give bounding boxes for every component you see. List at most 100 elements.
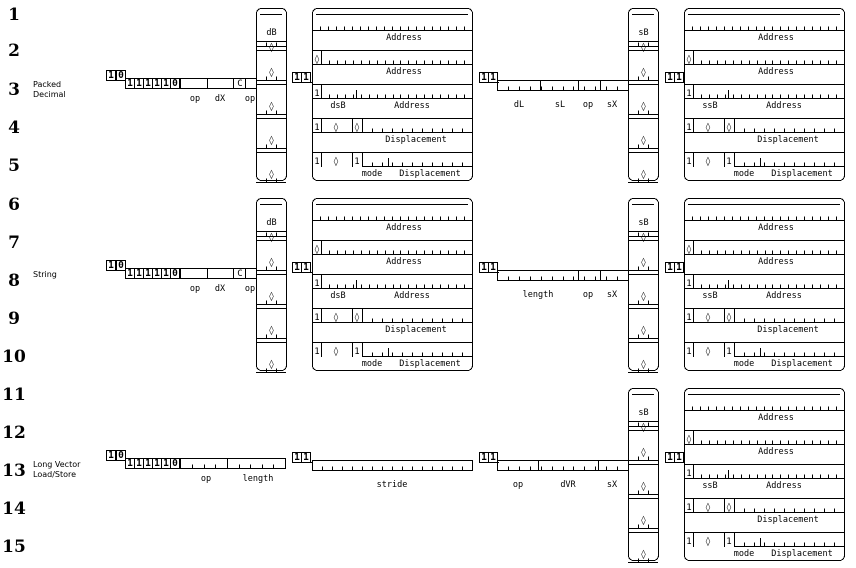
prefix-bit: 1 xyxy=(294,452,300,463)
mode-label: mode xyxy=(734,169,754,179)
displacement-label: Displacement xyxy=(771,549,832,559)
mode-bit: 1 xyxy=(686,123,691,133)
prefix-bit: 1 xyxy=(127,458,133,469)
mode-bit: ◊ xyxy=(686,244,691,255)
diamond-bit: ◊ xyxy=(641,67,646,78)
op-label: op xyxy=(190,94,200,104)
prefix-bit: 0 xyxy=(172,458,178,469)
base-register-label: ssB xyxy=(702,481,717,491)
prefix-bit: 1 xyxy=(303,72,309,83)
prefix-bit: 1 xyxy=(490,452,496,463)
diamond-bit: ◊ xyxy=(641,325,646,336)
mode-bit: ◊ xyxy=(705,536,710,547)
prefix-bit: 1 xyxy=(136,78,142,89)
diamond-bit: ◊ xyxy=(641,135,646,146)
prefix-bit: 1 xyxy=(481,262,487,273)
row-number: 12 xyxy=(2,423,26,443)
prefix-bit-cell xyxy=(301,262,311,273)
diamond-bit: ◊ xyxy=(269,325,274,336)
stride-label: stride xyxy=(377,480,408,490)
mode-bit: ◊ xyxy=(333,312,338,323)
address-label: Address xyxy=(386,257,422,267)
op-label: op xyxy=(245,94,255,104)
mode-bit: 1 xyxy=(686,469,691,479)
row-number: 9 xyxy=(8,309,20,329)
address-mode-block xyxy=(312,198,473,371)
mode-bit: ◊ xyxy=(354,312,359,323)
narrow-column xyxy=(628,388,659,561)
mode-label: mode xyxy=(362,359,382,369)
diamond-bit: ◊ xyxy=(641,515,646,526)
format-fields xyxy=(106,8,845,563)
narrow-column xyxy=(628,198,659,371)
row-number: 7 xyxy=(8,233,20,253)
prefix-bit: 1 xyxy=(294,72,300,83)
sx-label: sX xyxy=(607,100,618,110)
c-bit: C xyxy=(237,79,242,89)
diamond-bit: ◊ xyxy=(641,101,646,112)
diamond-bit: ◊ xyxy=(269,42,274,53)
register-label: sB xyxy=(638,28,648,38)
mode-bit: 1 xyxy=(354,347,359,357)
row-number: 14 xyxy=(2,499,26,519)
address-label: Address xyxy=(758,447,794,457)
prefix-bit-cell xyxy=(488,72,498,83)
mode-bit: 1 xyxy=(726,157,731,167)
mode-bit: ◊ xyxy=(333,156,338,167)
displacement-label: Displacement xyxy=(385,135,446,145)
mode-label: mode xyxy=(362,169,382,179)
sx-label: sX xyxy=(607,290,618,300)
prefix-bit: 1 xyxy=(676,72,682,83)
address-label: Address xyxy=(758,67,794,77)
mode-bit: ◊ xyxy=(726,502,731,513)
prefix-bit: 1 xyxy=(481,72,487,83)
prefix-bit-cell xyxy=(170,268,180,279)
prefix-bit: 1 xyxy=(127,78,133,89)
displacement-label: Displacement xyxy=(385,325,446,335)
row-number: 15 xyxy=(2,537,26,557)
address-label: Address xyxy=(758,257,794,267)
prefix-bit-cell xyxy=(301,452,311,463)
mode-label: mode xyxy=(734,359,754,369)
sl-label: sL xyxy=(555,100,565,110)
category-label: Load/Store xyxy=(33,470,76,479)
mode-bit: ◊ xyxy=(726,312,731,323)
category-label: Decimal xyxy=(33,90,66,99)
displacement-label: Displacement xyxy=(399,169,460,179)
address-label: Address xyxy=(766,291,802,301)
diamond-bit: ◊ xyxy=(269,67,274,78)
mode-bit: 1 xyxy=(314,313,319,323)
op-label: op xyxy=(245,284,255,294)
mode-bit: ◊ xyxy=(726,122,731,133)
prefix-bit-cell xyxy=(488,262,498,273)
prefix-bit: 0 xyxy=(118,260,124,271)
c-bit: C xyxy=(237,269,242,279)
address-label: Address xyxy=(386,33,422,43)
diamond-bit: ◊ xyxy=(269,135,274,146)
address-label: Address xyxy=(758,33,794,43)
op-label: op xyxy=(513,480,523,490)
register-label: dB xyxy=(266,218,276,228)
base-register-label: dsB xyxy=(330,291,345,301)
row-number: 10 xyxy=(2,347,26,367)
length-label: length xyxy=(523,290,554,300)
mode-bit: ◊ xyxy=(333,346,338,357)
address-label: Address xyxy=(766,101,802,111)
mode-bit: 1 xyxy=(314,279,319,289)
prefix-bit: 1 xyxy=(163,458,169,469)
diamond-bit: ◊ xyxy=(641,291,646,302)
diamond-bit: ◊ xyxy=(269,291,274,302)
op-label: op xyxy=(201,474,211,484)
prefix-bit: 1 xyxy=(145,268,151,279)
prefix-bit: 1 xyxy=(667,72,673,83)
address-mode-block xyxy=(312,8,473,181)
prefix-bit: 0 xyxy=(118,70,124,81)
narrow-column xyxy=(256,8,287,181)
diamond-bit: ◊ xyxy=(641,42,646,53)
prefix-bit: 1 xyxy=(108,70,114,81)
address-mode-block xyxy=(684,388,845,561)
mode-bit: 1 xyxy=(686,313,691,323)
prefix-bit: 1 xyxy=(303,262,309,273)
